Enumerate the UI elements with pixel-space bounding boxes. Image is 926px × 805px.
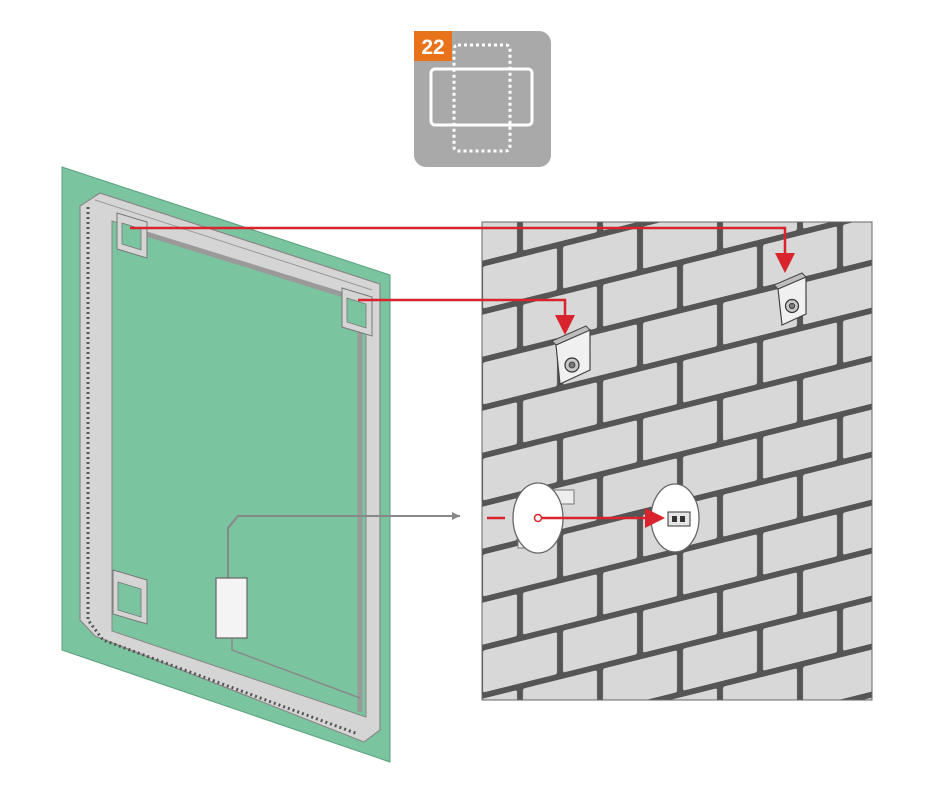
- mirror-panel: [61, 166, 460, 763]
- brick-wall: [481, 221, 873, 701]
- step-tile: 22: [414, 31, 551, 167]
- wall-bracket-icon: [773, 272, 807, 326]
- wall-plate: [512, 482, 575, 554]
- mirror-frame: [79, 192, 381, 743]
- mount-arrows: [130, 226, 795, 528]
- corner-mount-top-right: [341, 287, 373, 337]
- step-number: 22: [421, 36, 444, 59]
- junction-box-icon: [650, 483, 700, 553]
- led-driver-box-icon: [215, 512, 460, 699]
- step-number-badge: [414, 31, 452, 61]
- rotate-orientation-icon: [429, 43, 534, 153]
- corner-mount-top-left: [116, 212, 148, 259]
- corner-mount-bottom-left: [112, 569, 148, 625]
- wall-bracket-icon: [551, 325, 591, 385]
